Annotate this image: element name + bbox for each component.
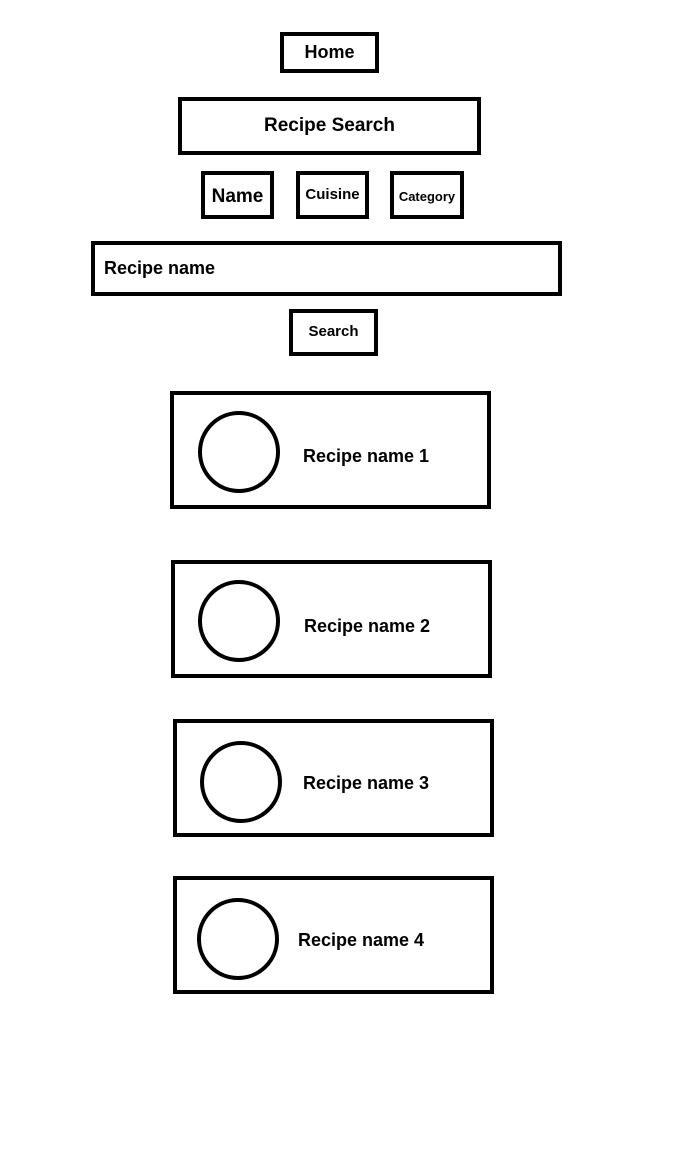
home-button[interactable]: Home — [280, 32, 379, 73]
filter-cuisine-button[interactable]: Cuisine — [296, 171, 369, 219]
recipe-name: Recipe name 3 — [303, 773, 430, 793]
search-button[interactable]: Search — [289, 309, 378, 356]
recipe-name: Recipe name 4 — [298, 930, 425, 950]
recipe-card[interactable]: Recipe name 1 — [170, 391, 491, 509]
page-title: Recipe Search — [178, 97, 481, 155]
recipe-name: Recipe name 1 — [303, 446, 430, 466]
filter-category-button[interactable]: Category — [390, 171, 464, 219]
recipe-thumbnail — [200, 741, 282, 823]
recipe-thumbnail — [197, 898, 279, 980]
recipe-thumbnail — [198, 580, 280, 662]
recipe-thumbnail — [198, 411, 280, 493]
recipe-card[interactable]: Recipe name 4 — [173, 876, 494, 994]
recipe-name: Recipe name 2 — [304, 616, 431, 636]
recipe-card[interactable]: Recipe name 2 — [171, 560, 492, 678]
search-input[interactable]: Recipe name — [91, 241, 562, 296]
recipe-card[interactable]: Recipe name 3 — [173, 719, 494, 837]
filter-name-button[interactable]: Name — [201, 171, 274, 219]
